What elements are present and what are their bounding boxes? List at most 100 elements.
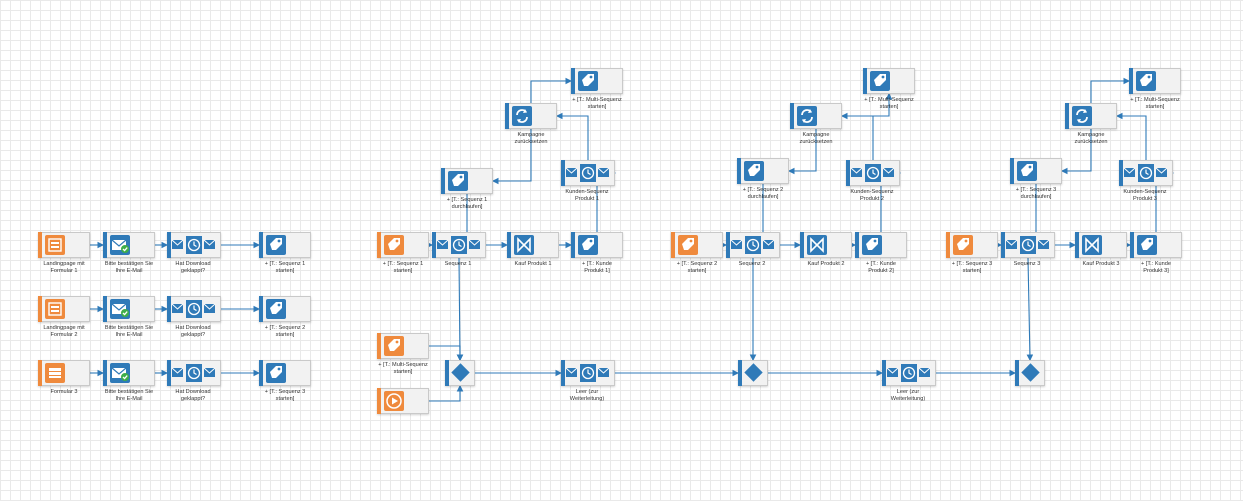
node-accent-bar [38,296,42,322]
tag-icon [1141,238,1153,250]
flow-node-tag[interactable]: + [T.: Sequenz 3 durchlaufen] [1010,158,1062,200]
node-label: Kauf Produkt 1 [514,261,552,267]
flow-node-orange-tag[interactable]: + [T.: Multi-Sequenz starten] [377,333,429,375]
flow-node-wait[interactable]: Sequenz 3 [1001,232,1055,267]
node-accent-bar [571,68,575,94]
node-icon-tile [512,106,532,126]
node-label: + [T.: Sequenz 2 durchlaufen] [742,187,784,200]
flow-node-reset[interactable]: Kampagne zurücksetzen [1065,103,1117,145]
decision-node[interactable] [1015,360,1045,386]
email-confirmed-icon [111,239,129,253]
flow-node-email-check[interactable]: Bitte bestätigen Sie Ihre E-Mail [103,232,155,274]
connector-line [456,257,464,362]
node-label: + [T.: Multi-Sequenz starten] [572,97,622,110]
flow-node-product[interactable]: Kauf Produkt 2 [800,232,852,267]
flow-node-tag[interactable]: + [T.: Kunde Produkt 2] [855,232,907,274]
flow-node-tag[interactable]: + [T.: Kunde Produkt 1] [571,232,623,274]
node-accent-bar [1130,232,1134,258]
node-label: Leer (zur Weiterleitung) [890,389,926,402]
flow-node-orange-tag[interactable]: + [T.: Sequenz 1 starten] [377,232,429,274]
node-accent-bar [846,160,850,186]
flow-node-orange-form2[interactable]: Formular 3 [38,360,90,395]
flow-node-tag[interactable]: + [T.: Sequenz 2 durchlaufen] [737,158,789,200]
node-accent-bar [259,232,263,258]
tag-icon [270,302,282,314]
flow-node-tag[interactable]: + [T.: Multi-Sequenz starten] [863,68,915,110]
node-accent-bar [377,388,381,414]
node-label: + [T.: Sequenz 2 starten] [676,261,718,274]
flow-node-wait[interactable]: Hat Download geklappt? [167,296,221,338]
decision-node[interactable] [445,360,475,386]
tag-icon [874,74,886,86]
digistore-product-icon [810,237,824,253]
node-icon-tile [1072,106,1092,126]
flow-node-orange-form[interactable]: Landingpage mit Formular 1 [38,232,90,274]
flow-node-tag[interactable]: + [T.: Sequenz 1 starten] [259,232,311,274]
connector-line [1026,257,1034,362]
flow-node-wait[interactable]: Kunden-Sequenz Produkt 3 [1119,160,1173,202]
node-label: Kauf Produkt 2 [807,261,845,267]
node-label: + [T.: Multi-Sequenz starten] [864,97,914,110]
flow-node-orange-start[interactable] [377,388,429,414]
flow-node-product[interactable]: Kauf Produkt 1 [507,232,559,267]
node-accent-bar [103,360,107,386]
email-wait-email-icon [436,236,481,254]
flow-node-orange-form[interactable]: Landingpage mit Formular 2 [38,296,90,338]
flow-node-wait[interactable]: Kunden-Sequenz Produkt 1 [561,160,615,202]
tag-icon [270,238,282,250]
node-label: + [T.: Kunde Produkt 3] [1140,261,1171,274]
tag-icon [270,366,282,378]
flow-node-tag[interactable]: + [T.: Multi-Sequenz starten] [571,68,623,110]
flow-node-tag[interactable]: + [T.: Sequenz 3 starten] [259,360,311,402]
flow-node-tag[interactable]: + [T.: Multi-Sequenz starten] [1129,68,1181,110]
flow-node-wait[interactable]: Sequenz 2 [726,232,780,267]
flow-node-wait[interactable]: Leer (zur Weiterleitung) [561,360,615,402]
node-label: + [T.: Sequenz 3 starten] [264,389,306,402]
node-accent-bar [1065,103,1069,129]
node-label: + [T.: Sequenz 1 starten] [264,261,306,274]
node-accent-bar [259,360,263,386]
node-accent-bar [259,296,263,322]
flow-node-reset[interactable]: Kampagne zurücksetzen [505,103,557,145]
flow-node-wait[interactable]: Kunden-Sequenz Produkt 2 [846,160,900,202]
flow-node-email-check[interactable]: Bitte bestätigen Sie Ihre E-Mail [103,360,155,402]
node-accent-bar [167,360,171,386]
flow-node-tag[interactable]: + [T.: Sequenz 1 durchlaufen] [441,168,493,210]
flow-node-tag[interactable]: + [T.: Sequenz 2 starten] [259,296,311,338]
email-wait-email-icon [850,164,895,182]
node-accent-bar [377,232,381,258]
node-label: + [T.: Sequenz 2 starten] [264,325,306,338]
node-accent-bar [1010,158,1014,184]
node-label: Kauf Produkt 3 [1082,261,1120,267]
tag-icon [582,238,594,250]
flow-node-email-check[interactable]: Bitte bestätigen Sie Ihre E-Mail [103,296,155,338]
node-accent-bar [167,232,171,258]
flow-node-product[interactable]: Kauf Produkt 3 [1075,232,1127,267]
flow-node-wait[interactable]: Hat Download geklappt? [167,232,221,274]
flow-node-tag[interactable]: + [T.: Kunde Produkt 3] [1130,232,1182,274]
flow-node-wait[interactable]: Leer (zur Weiterleitung) [882,360,936,402]
node-label: Kampagne zurücksetzen [799,132,833,145]
flow-node-orange-tag[interactable]: + [T.: Sequenz 2 starten] [671,232,723,274]
node-label: Hat Download geklappt? [175,325,211,338]
orange-tag-icon [388,339,400,351]
decision-node[interactable] [738,360,768,386]
flow-node-wait[interactable]: Sequenz 1 [432,232,486,267]
node-label: Landingpage mit Formular 2 [43,325,85,338]
form-icon [49,368,61,378]
node-accent-bar [103,296,107,322]
node-accent-bar [1001,232,1005,258]
digistore-product-icon [517,237,531,253]
email-wait-email-icon [1005,236,1050,254]
node-label: Kunden-Sequenz Produkt 1 [565,189,609,202]
node-accent-bar [561,160,565,186]
tag-icon [1021,164,1033,176]
flow-node-reset[interactable]: Kampagne zurücksetzen [790,103,842,145]
flow-node-orange-tag[interactable]: + [T.: Sequenz 3 starten] [946,232,998,274]
email-wait-email-icon [730,236,775,254]
flow-node-wait[interactable]: Hat Download geklappt? [167,360,221,402]
node-label: + [T.: Sequenz 3 starten] [951,261,993,274]
node-icon-tile [797,106,817,126]
node-label: Sequenz 2 [738,261,766,267]
